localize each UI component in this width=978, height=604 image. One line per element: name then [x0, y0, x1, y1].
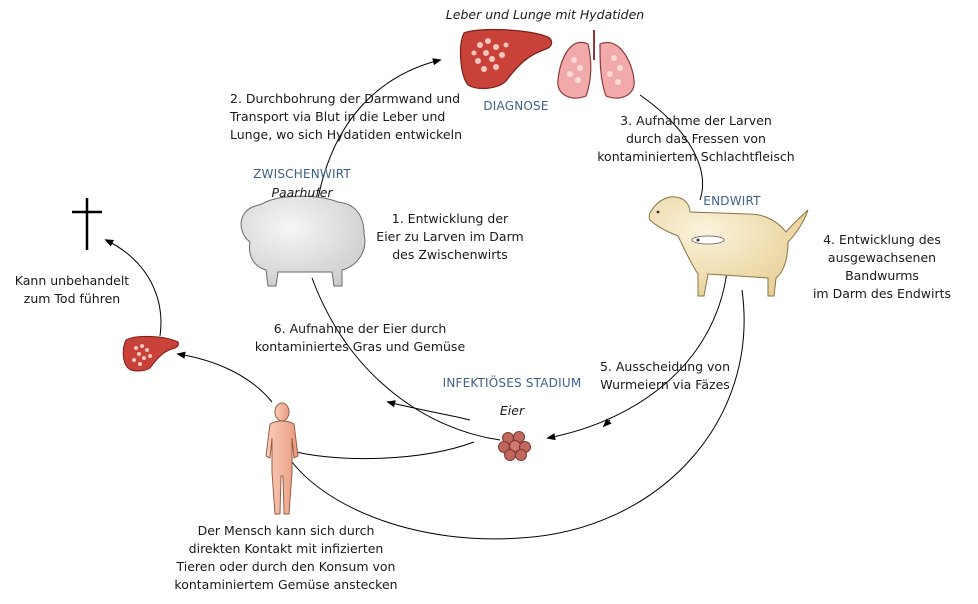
death-note-line: zum Tod führen — [23, 291, 121, 306]
human-icon — [265, 402, 299, 515]
step-3: 3. Aufnahme der Larven durch das Fressen… — [586, 112, 806, 166]
step-6: 6. Aufnahme der Eier durch kontaminierte… — [250, 320, 470, 356]
step-2-line: Lunge, wo sich Hydatiden entwickeln — [230, 127, 463, 142]
arc-eggs-to-human — [295, 441, 475, 460]
death-cross-icon — [72, 198, 102, 250]
arc-dog-to-eggs — [546, 261, 729, 441]
human-note-line: kontaminiertem Gemüse anstecken — [174, 577, 398, 592]
top-title: Leber und Lunge mit Hydatiden — [445, 7, 645, 22]
step-4-line: im Darm des Endwirts — [812, 286, 952, 301]
step-1-line: 1. Entwicklung der — [391, 211, 509, 226]
step-3-line: kontaminiertem Schlachtfleisch — [597, 149, 795, 164]
arc-eggs-to-sheep — [311, 277, 501, 441]
arc-human-to-liver — [176, 351, 273, 403]
small-liver-icon — [122, 335, 179, 372]
human-note-line: Tieren oder durch den Konsum von — [176, 559, 396, 574]
step-4-line: 4. Entwicklung des — [823, 232, 941, 247]
step-6-line: 6. Aufnahme der Eier durch — [273, 321, 447, 336]
step-1-line: des Zwischenwirts — [392, 247, 508, 262]
label-endwirt: ENDWIRT — [703, 194, 761, 208]
human-note: Der Mensch kann sich durch direkten Kont… — [156, 522, 416, 594]
lungs-icon — [557, 30, 635, 99]
liver-icon — [459, 28, 553, 90]
label-eier: Eier — [499, 403, 525, 418]
eggs-icon — [498, 431, 531, 461]
label-infektioes: INFEKTIÖSES STADIUM — [442, 376, 582, 390]
step-2-line: 2. Durchbohrung der Darmwand und — [230, 91, 461, 106]
human-note-line: direkten Kontakt mit infizierten — [188, 541, 384, 556]
arc-mid-arrow — [386, 400, 471, 421]
human-note-line: Der Mensch kann sich durch — [197, 523, 375, 538]
arc-lung-to-dog — [639, 94, 703, 201]
cycle-arcs — [104, 58, 745, 540]
step-2: 2. Durchbohrung der Darmwand und Transpo… — [230, 90, 470, 144]
step-1: 1. Entwicklung der Eier zu Larven im Dar… — [370, 210, 530, 264]
step-6-line: kontaminiertes Gras und Gemüse — [254, 339, 466, 354]
label-zwischenwirt: ZWISCHENWIRT — [253, 167, 351, 181]
death-note: Kann unbehandelt zum Tod führen — [4, 272, 140, 308]
step-2-line: Transport via Blut in die Leber und — [230, 109, 446, 124]
death-note-line: Kann unbehandelt — [14, 273, 130, 288]
step-3-line: 3. Aufnahme der Larven — [620, 113, 772, 128]
arc-dog-to-human — [291, 289, 745, 540]
sheep-icon — [240, 195, 366, 287]
step-4-line: ausgewachsenen Bandwurms — [827, 250, 937, 283]
step-5-line: Wurmeiern via Fäzes — [600, 377, 730, 392]
step-4: 4. Entwicklung des ausgewachsenen Bandwu… — [790, 231, 974, 303]
dog-icon — [648, 196, 809, 297]
step-3-line: durch das Fressen von — [626, 131, 766, 146]
step-1-line: Eier zu Larven im Darm — [376, 229, 524, 244]
arc-liver-to-death — [104, 239, 162, 337]
step-5: 5. Ausscheidung von Wurmeiern via Fäzes — [590, 358, 740, 394]
label-diagnose: DIAGNOSE — [483, 99, 549, 113]
label-paarhufer: Paarhufer — [271, 185, 333, 200]
step-5-line: 5. Ausscheidung von — [599, 359, 730, 374]
arc-dog-entry — [602, 418, 612, 428]
arc-sheep-to-liver — [315, 58, 442, 211]
